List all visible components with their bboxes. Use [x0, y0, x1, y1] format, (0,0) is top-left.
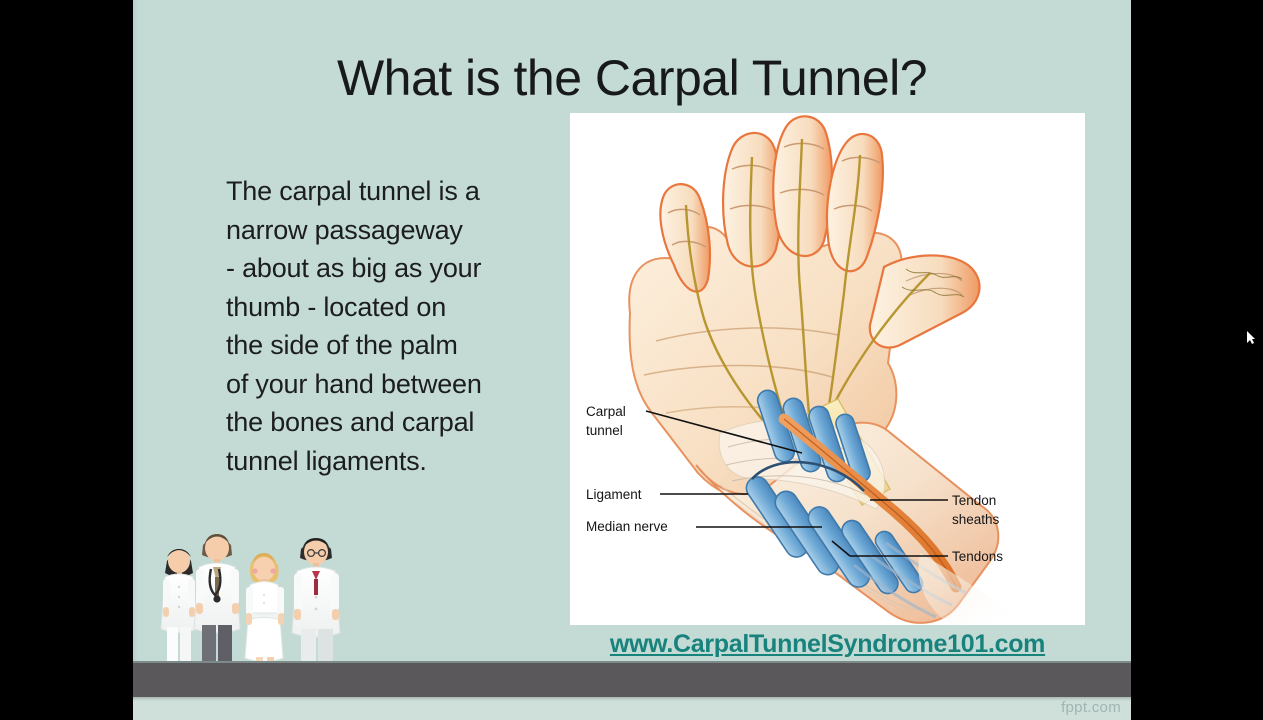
body-line-8: tunnel ligaments. [226, 445, 427, 476]
label-carpal-tunnel-line2: tunnel [586, 423, 623, 438]
anatomy-diagram-panel: Carpal tunnel Ligament Median nerve Tend… [570, 113, 1085, 625]
body-line-3: - about as big as your [226, 253, 482, 283]
label-tendons: Tendons [952, 549, 1003, 564]
body-line-6: of your hand between [226, 368, 482, 399]
label-median-nerve: Median nerve [586, 519, 668, 534]
leader-carpal-tunnel [645, 410, 803, 454]
label-carpal-tunnel-line1: Carpal [586, 404, 626, 419]
person-nurse-2 [244, 553, 284, 678]
body-line-1: The carpal tunnel is a [226, 176, 480, 206]
person-nurse-1 [160, 549, 198, 674]
floor-band [133, 663, 1131, 697]
slide-left-seam [133, 0, 138, 720]
leader-tendons-hook [831, 540, 851, 557]
watermark: fppt.com [1061, 699, 1121, 716]
floor-base-band [133, 697, 1131, 720]
body-line-5: the side of the palm [226, 330, 458, 360]
presentation-slide: What is the Carpal Tunnel? The carpal tu… [133, 0, 1131, 720]
person-doctor-1 [193, 534, 241, 678]
body-line-7: the bones and carpal [226, 407, 475, 437]
medical-staff-illustration [151, 505, 366, 680]
website-url[interactable]: www.CarpalTunnelSyndrome101.com [609, 630, 1046, 658]
body-paragraph: The carpal tunnel is a narrow passageway… [226, 172, 556, 480]
person-doctor-2 [291, 538, 341, 678]
body-line-4: thumb - located on [226, 291, 447, 322]
carpal-tunnel-illustration: Carpal tunnel Ligament Median nerve Tend… [570, 113, 1085, 625]
page-title: What is the Carpal Tunnel? [336, 50, 928, 106]
label-tendon-sheaths-line1: Tendon [952, 493, 996, 508]
label-ligament: Ligament [586, 487, 642, 502]
mouse-cursor-icon [1247, 331, 1255, 344]
label-tendon-sheaths-line2: sheaths [952, 512, 1000, 527]
body-line-2: narrow passageway [226, 214, 463, 245]
diagram-labels: Carpal tunnel Ligament Median nerve Tend… [586, 404, 1003, 564]
floor-top-line [133, 661, 1131, 663]
floor-shadow [133, 697, 1131, 701]
